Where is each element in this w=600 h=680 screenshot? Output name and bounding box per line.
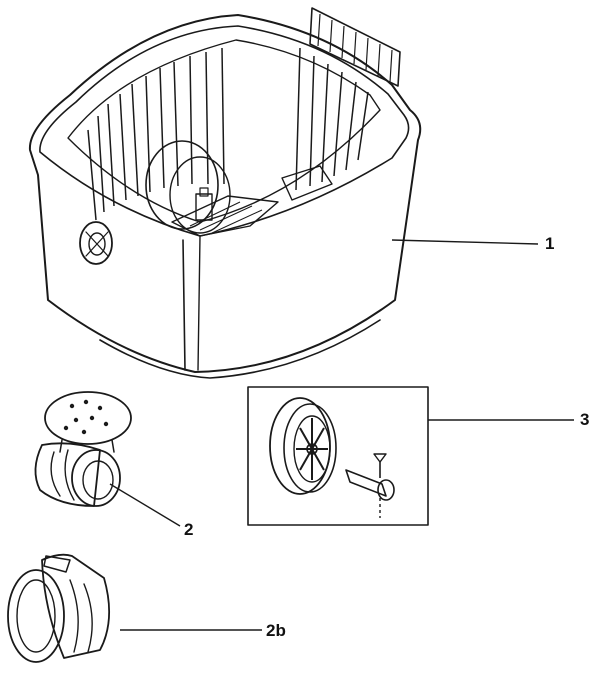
leader-line-1 xyxy=(391,239,539,245)
tank-part xyxy=(28,7,422,379)
callout-caster-alt: 2b xyxy=(266,621,286,640)
callout-caster: 2 xyxy=(184,520,194,539)
wheel-kit-part xyxy=(247,386,429,526)
callout-wheel-kit: 3 xyxy=(580,410,590,429)
caster-alt-part xyxy=(7,553,111,663)
leader-line-2 xyxy=(109,483,181,527)
caster-part xyxy=(34,391,132,507)
callout-tank: 1 xyxy=(545,234,555,253)
